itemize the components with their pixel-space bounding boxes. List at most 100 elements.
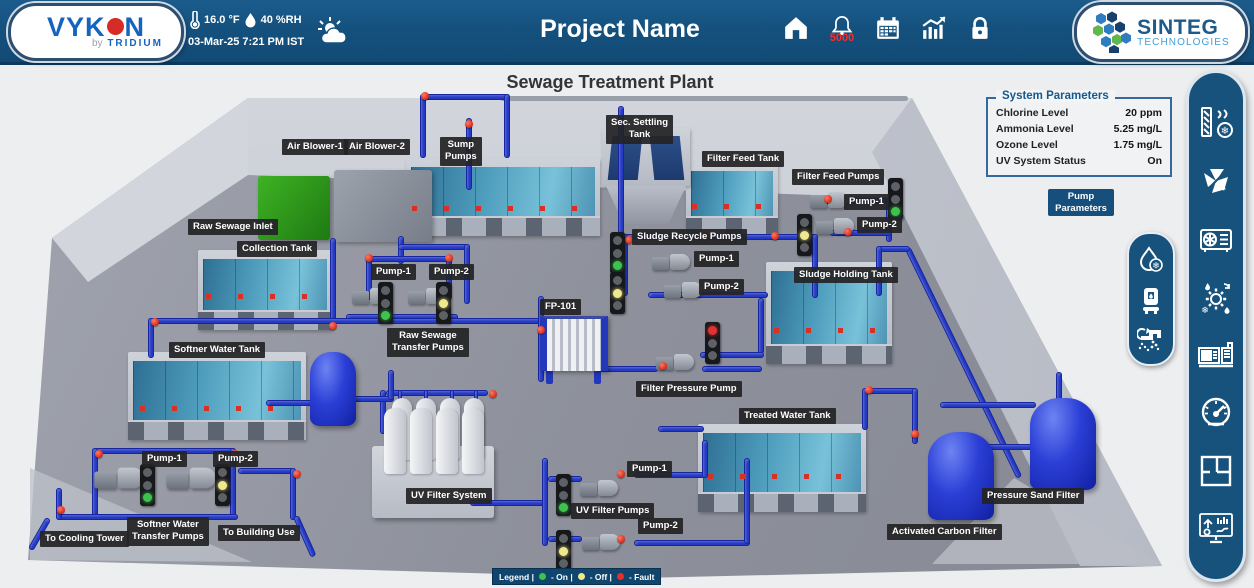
humidity-drop-icon (245, 13, 256, 28)
valve-icon (844, 228, 852, 236)
humidity-value: 40 %RH (260, 14, 302, 26)
generator-icon[interactable] (1197, 338, 1235, 372)
ventilation-fan-icon[interactable] (1198, 163, 1234, 199)
valve-icon (771, 232, 779, 240)
legend-on-dot-icon (538, 573, 546, 580)
sinteg-wordmark: SINTEG (1137, 15, 1219, 39)
sinteg-logo: SINTEG TECHNOLOGIES (1074, 2, 1248, 62)
plant-utility-icon[interactable]: ❄ (1198, 280, 1234, 316)
status-light (436, 282, 451, 324)
weather-block: 16.0 °F 40 %RH 03-Mar-25 7:21 PM IST (188, 9, 304, 53)
label-sr-pump-1: Pump-1 (694, 251, 739, 268)
chilled-water-icon[interactable]: ❄ (1138, 246, 1164, 274)
label-sec-settling-tank: Sec. Settling Tank (606, 115, 674, 144)
floor-plan-icon[interactable] (1198, 453, 1234, 489)
fp-101-filter-press (540, 316, 608, 371)
label-filter-feed-pumps: Filter Feed Pumps (792, 169, 885, 186)
hot-water-generator-icon[interactable] (1139, 286, 1163, 314)
valve-icon (617, 535, 625, 543)
pipe-segment (230, 448, 236, 520)
valve-icon (445, 254, 453, 262)
label-to-cooling-tower: To Cooling Tower (40, 531, 129, 548)
sun-cloud-weather-icon (318, 17, 347, 44)
label-raw-sewage-transfer-pumps: Raw Sewage Transfer Pumps (387, 328, 469, 357)
navigation-sidebar: ❄ ❄ (1186, 70, 1246, 582)
pipe-segment (398, 244, 470, 250)
ceiling-pipe (500, 96, 908, 101)
pipe-segment (1056, 372, 1062, 402)
tank-nozzles (206, 294, 328, 299)
softner-transfer-pump-1 (94, 467, 144, 489)
label-softner-water-transfer-pumps: Softner Water Transfer Pumps (127, 517, 209, 546)
calendar-icon[interactable] (874, 16, 902, 44)
condensing-unit-icon[interactable] (1198, 222, 1234, 258)
water-treatment-icon[interactable] (1137, 326, 1165, 352)
valve-icon (57, 506, 65, 514)
pipe-segment (148, 318, 540, 324)
pipe-segment (862, 388, 868, 430)
pipe-segment (986, 444, 1034, 450)
thermometer-icon (190, 11, 200, 29)
pipe-segment (618, 106, 624, 238)
pipe-segment (876, 246, 910, 252)
valve-icon (421, 92, 429, 100)
uv-cylinder (384, 408, 406, 474)
pipe-segment (266, 400, 316, 406)
label-treated-water-tank: Treated Water Tank (739, 408, 836, 425)
legend-off-dot-icon (577, 573, 585, 580)
pipe-segment (290, 468, 296, 520)
pipe-segment (702, 440, 708, 478)
pipe-segment (380, 390, 386, 434)
pipe-segment (420, 94, 426, 158)
legend-fault-dot-icon (616, 573, 624, 580)
pressure-sand-filter-vessel (1030, 398, 1096, 490)
alarm-bell-icon[interactable]: 5000 (828, 16, 856, 44)
pipe-segment (700, 352, 764, 358)
label-uv-filter-pumps: UV Filter Pumps (571, 503, 655, 520)
uv-cylinder (436, 408, 458, 474)
label-collection-tank: Collection Tank (237, 241, 318, 258)
valve-icon (537, 326, 545, 334)
legend-fault-label: - Fault (628, 571, 655, 582)
valve-icon (365, 254, 373, 262)
page-header-title: Project Name (540, 15, 700, 43)
pipe-segment (862, 388, 916, 394)
pipe-segment (658, 426, 704, 432)
pipe-segment (346, 314, 458, 320)
legend-off-label: - Off | (589, 571, 612, 582)
pipe-segment (744, 458, 750, 544)
trend-chart-icon[interactable] (920, 16, 948, 44)
label-rst-pump-1: Pump-1 (371, 264, 416, 281)
pipe-segment (912, 388, 918, 444)
header-icon-bar: 5000 (782, 16, 994, 44)
lock-icon[interactable] (966, 16, 994, 44)
status-light (705, 322, 720, 364)
vykon-byline: by TRIDIUM (91, 37, 163, 49)
home-icon[interactable] (782, 16, 810, 44)
label-uv-pump-1: Pump-1 (627, 461, 672, 478)
bms-dashboard-icon[interactable] (1197, 511, 1235, 547)
valve-icon (465, 120, 473, 128)
sludge-recycle-pump-1 (652, 254, 690, 270)
temperature-value: 16.0 °F (204, 14, 240, 26)
pipe-segment (470, 500, 546, 506)
softner-transfer-pump-2 (166, 467, 216, 489)
gauge-icon[interactable] (1197, 394, 1235, 430)
pipe-segment (366, 256, 452, 262)
uv-filter-pump-2 (582, 534, 620, 550)
valve-icon (293, 470, 301, 478)
ahu-coil-icon[interactable]: ❄ (1198, 105, 1234, 141)
pipe-segment (330, 238, 336, 320)
pipe-segment (812, 234, 818, 298)
treated-water-tank (698, 424, 866, 512)
pipe-segment (758, 298, 764, 354)
pump-parameters-button[interactable]: Pump Parameters (1048, 189, 1114, 216)
label-ff-pump-1: Pump-1 (844, 194, 889, 211)
legend-on-label: - On | (550, 571, 573, 582)
label-filter-pressure-pump: Filter Pressure Pump (636, 381, 742, 398)
pipe-segment (366, 256, 372, 300)
label-activated-carbon-filter: Activated Carbon Filter (887, 524, 1002, 541)
